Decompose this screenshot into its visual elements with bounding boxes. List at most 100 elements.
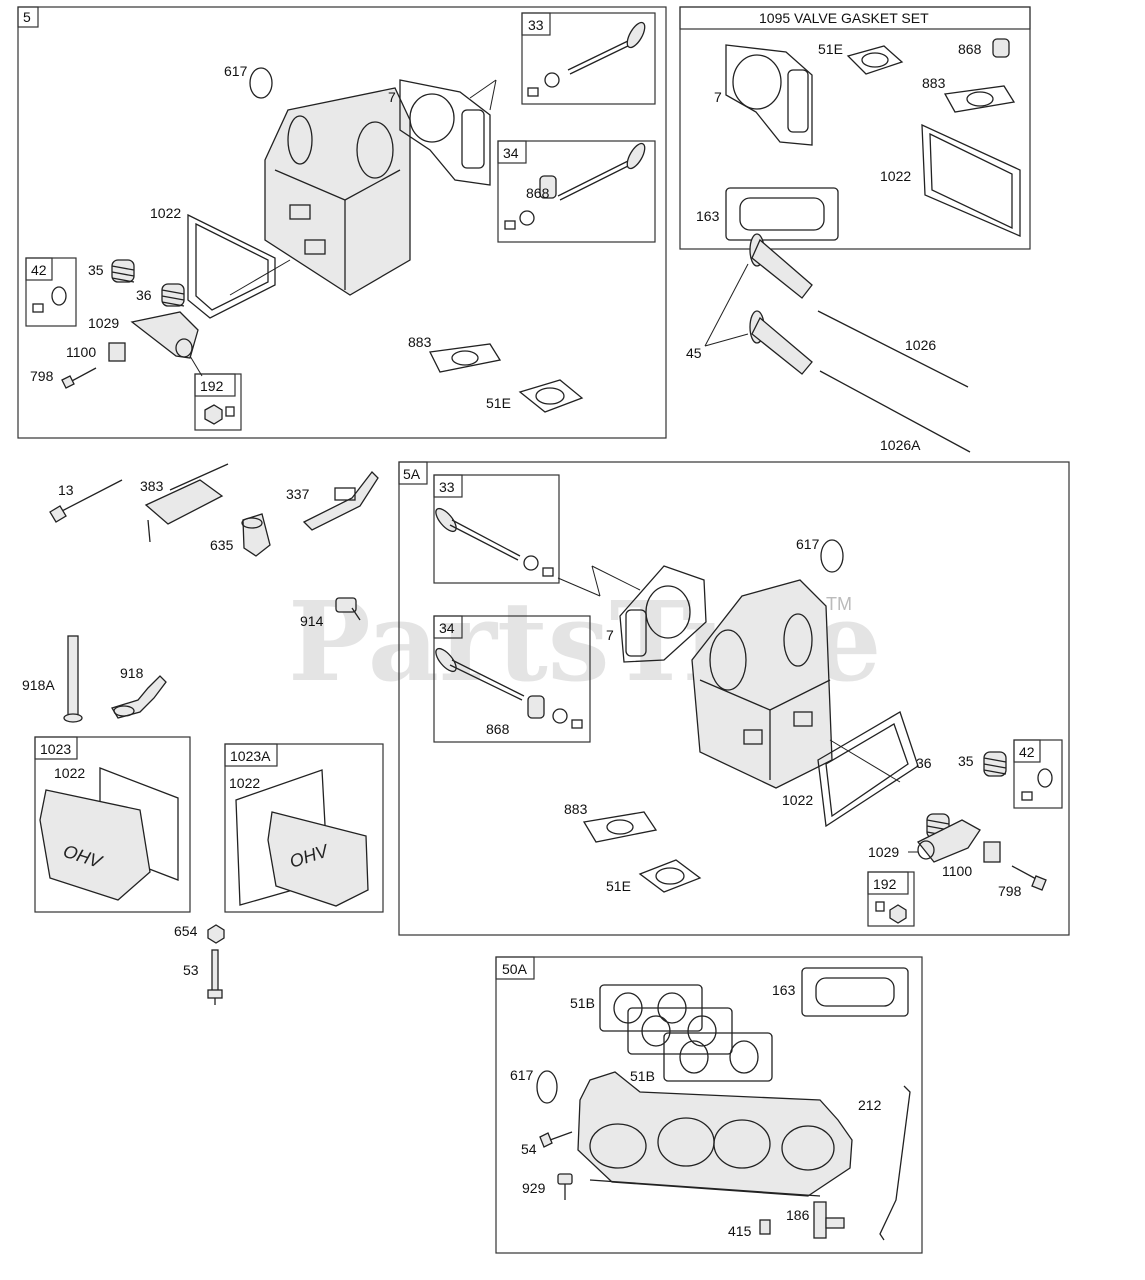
label-883c: 883 — [564, 801, 588, 817]
valve-spring-icon — [161, 283, 185, 307]
label-617c: 617 — [510, 1067, 534, 1083]
elbow-tube-icon — [111, 675, 167, 719]
label-337: 337 — [286, 486, 310, 502]
label-51Ec: 51E — [606, 878, 631, 894]
group-1023A[interactable]: 1023A 1022 OHV — [224, 743, 384, 913]
group-1023A-label: 1023A — [230, 748, 271, 764]
valve-spring-icon — [983, 751, 1007, 777]
label-212: 212 — [858, 1097, 882, 1113]
cylinder-head-icon — [691, 579, 833, 789]
o-ring-icon — [249, 67, 273, 99]
label-798b: 798 — [998, 883, 1022, 899]
bolt-icon — [61, 367, 97, 389]
label-617a: 617 — [224, 63, 248, 79]
exhaust-valve-icon — [527, 21, 646, 97]
label-1022c: 1022 — [54, 765, 85, 781]
screw-icon — [557, 1173, 573, 1200]
label-868a: 868 — [526, 185, 550, 201]
label-868c: 868 — [486, 721, 510, 737]
label-7a: 7 — [388, 89, 396, 105]
group-5A-label: 5A — [403, 466, 421, 482]
group-192a-label: 192 — [200, 378, 224, 394]
bolt-icon — [1011, 865, 1047, 891]
label-1026: 1026 — [905, 337, 936, 353]
exhaust-gasket-icon — [943, 85, 1016, 113]
fuel-line-clip-icon — [879, 1085, 911, 1241]
label-45: 45 — [686, 345, 702, 361]
push-rod-icon — [819, 370, 971, 453]
label-7b: 7 — [714, 89, 722, 105]
spark-plug-icon — [302, 471, 379, 531]
label-35a: 35 — [88, 262, 104, 278]
label-415: 415 — [728, 1223, 752, 1239]
push-rod-icon — [817, 310, 969, 388]
label-1022e: 1022 — [782, 792, 813, 808]
label-1026A: 1026A — [880, 437, 921, 453]
label-918: 918 — [120, 665, 144, 681]
nut-icon — [204, 404, 235, 425]
label-654: 654 — [174, 923, 198, 939]
label-617b: 617 — [796, 536, 820, 552]
label-1100a: 1100 — [66, 344, 96, 360]
valve-cover-icon: OHV — [235, 769, 369, 907]
manifold-gasket-icon — [801, 967, 909, 1017]
boot-icon — [241, 513, 271, 557]
rocker-cover-gasket-icon — [817, 711, 919, 828]
tube-icon — [749, 310, 813, 375]
group-5[interactable]: 5 33 34 868 42 — [17, 6, 667, 439]
intake-manifold-icon — [577, 1071, 853, 1197]
group-192b-label: 192 — [873, 876, 897, 892]
head-gasket-icon — [725, 44, 813, 146]
tube-icon — [749, 233, 813, 299]
group-33a-label: 33 — [528, 17, 544, 33]
group-5A[interactable]: 5A 33 34 868 7 — [398, 461, 1070, 936]
label-36a: 36 — [136, 287, 152, 303]
group-42a-label: 42 — [31, 262, 47, 278]
label-1029b: 1029 — [868, 844, 899, 860]
group-1023[interactable]: 1023 1022 OHV — [34, 736, 191, 913]
intake-valve-icon — [435, 647, 583, 729]
elbow-fitting-icon — [813, 1201, 845, 1239]
bolt-icon — [539, 1131, 573, 1148]
label-54: 54 — [521, 1141, 537, 1157]
intake-gasket-icon — [663, 1032, 773, 1082]
valve-spring-icon — [111, 259, 135, 283]
label-7c: 7 — [606, 627, 614, 643]
label-929: 929 — [522, 1180, 546, 1196]
group-34a-label: 34 — [503, 145, 519, 161]
valve-cover-icon: OHV — [39, 767, 179, 901]
label-798a: 798 — [30, 368, 54, 384]
manifold-gasket-icon — [725, 187, 839, 241]
stud-icon — [207, 949, 223, 1005]
intake-gasket-icon — [846, 45, 904, 75]
intake-valve-icon — [504, 142, 646, 230]
exhaust-gasket-icon — [429, 343, 502, 373]
push-rod-group[interactable]: 45 1026 1026A — [686, 233, 971, 453]
fitting-icon — [759, 1219, 771, 1235]
intake-gasket-icon — [638, 859, 702, 893]
group-50A-label: 50A — [502, 961, 528, 977]
group-50A[interactable]: 50A 163 51B 51B 617 — [495, 956, 923, 1254]
label-1022a: 1022 — [150, 205, 181, 221]
valve-keeper-icon — [1021, 768, 1053, 801]
exhaust-gasket-icon — [582, 811, 658, 843]
label-1022b: 1022 — [880, 168, 911, 184]
label-1100b: 1100 — [942, 863, 972, 879]
group-5-label: 5 — [23, 9, 31, 25]
label-36b: 36 — [916, 755, 932, 771]
label-51Bb: 51B — [630, 1068, 655, 1084]
exhaust-valve-icon — [435, 507, 554, 577]
group-1023-label: 1023 — [40, 741, 71, 757]
rocker-arm-icon — [130, 311, 203, 377]
label-918A: 918A — [22, 677, 55, 693]
label-914: 914 — [300, 613, 324, 629]
trademark: TM — [826, 594, 852, 614]
group-1095-valve-gasket-set[interactable]: 1095 VALVE GASKET SET 7 51E 868 883 1022 — [679, 6, 1031, 250]
intake-gasket-icon — [518, 379, 584, 413]
loose-parts[interactable]: 13 383 337 635 914 918A — [22, 463, 379, 1005]
breather-tube-icon — [144, 463, 229, 543]
label-868b: 868 — [958, 41, 982, 57]
label-1022d: 1022 — [229, 775, 260, 791]
nut-icon — [207, 924, 225, 944]
